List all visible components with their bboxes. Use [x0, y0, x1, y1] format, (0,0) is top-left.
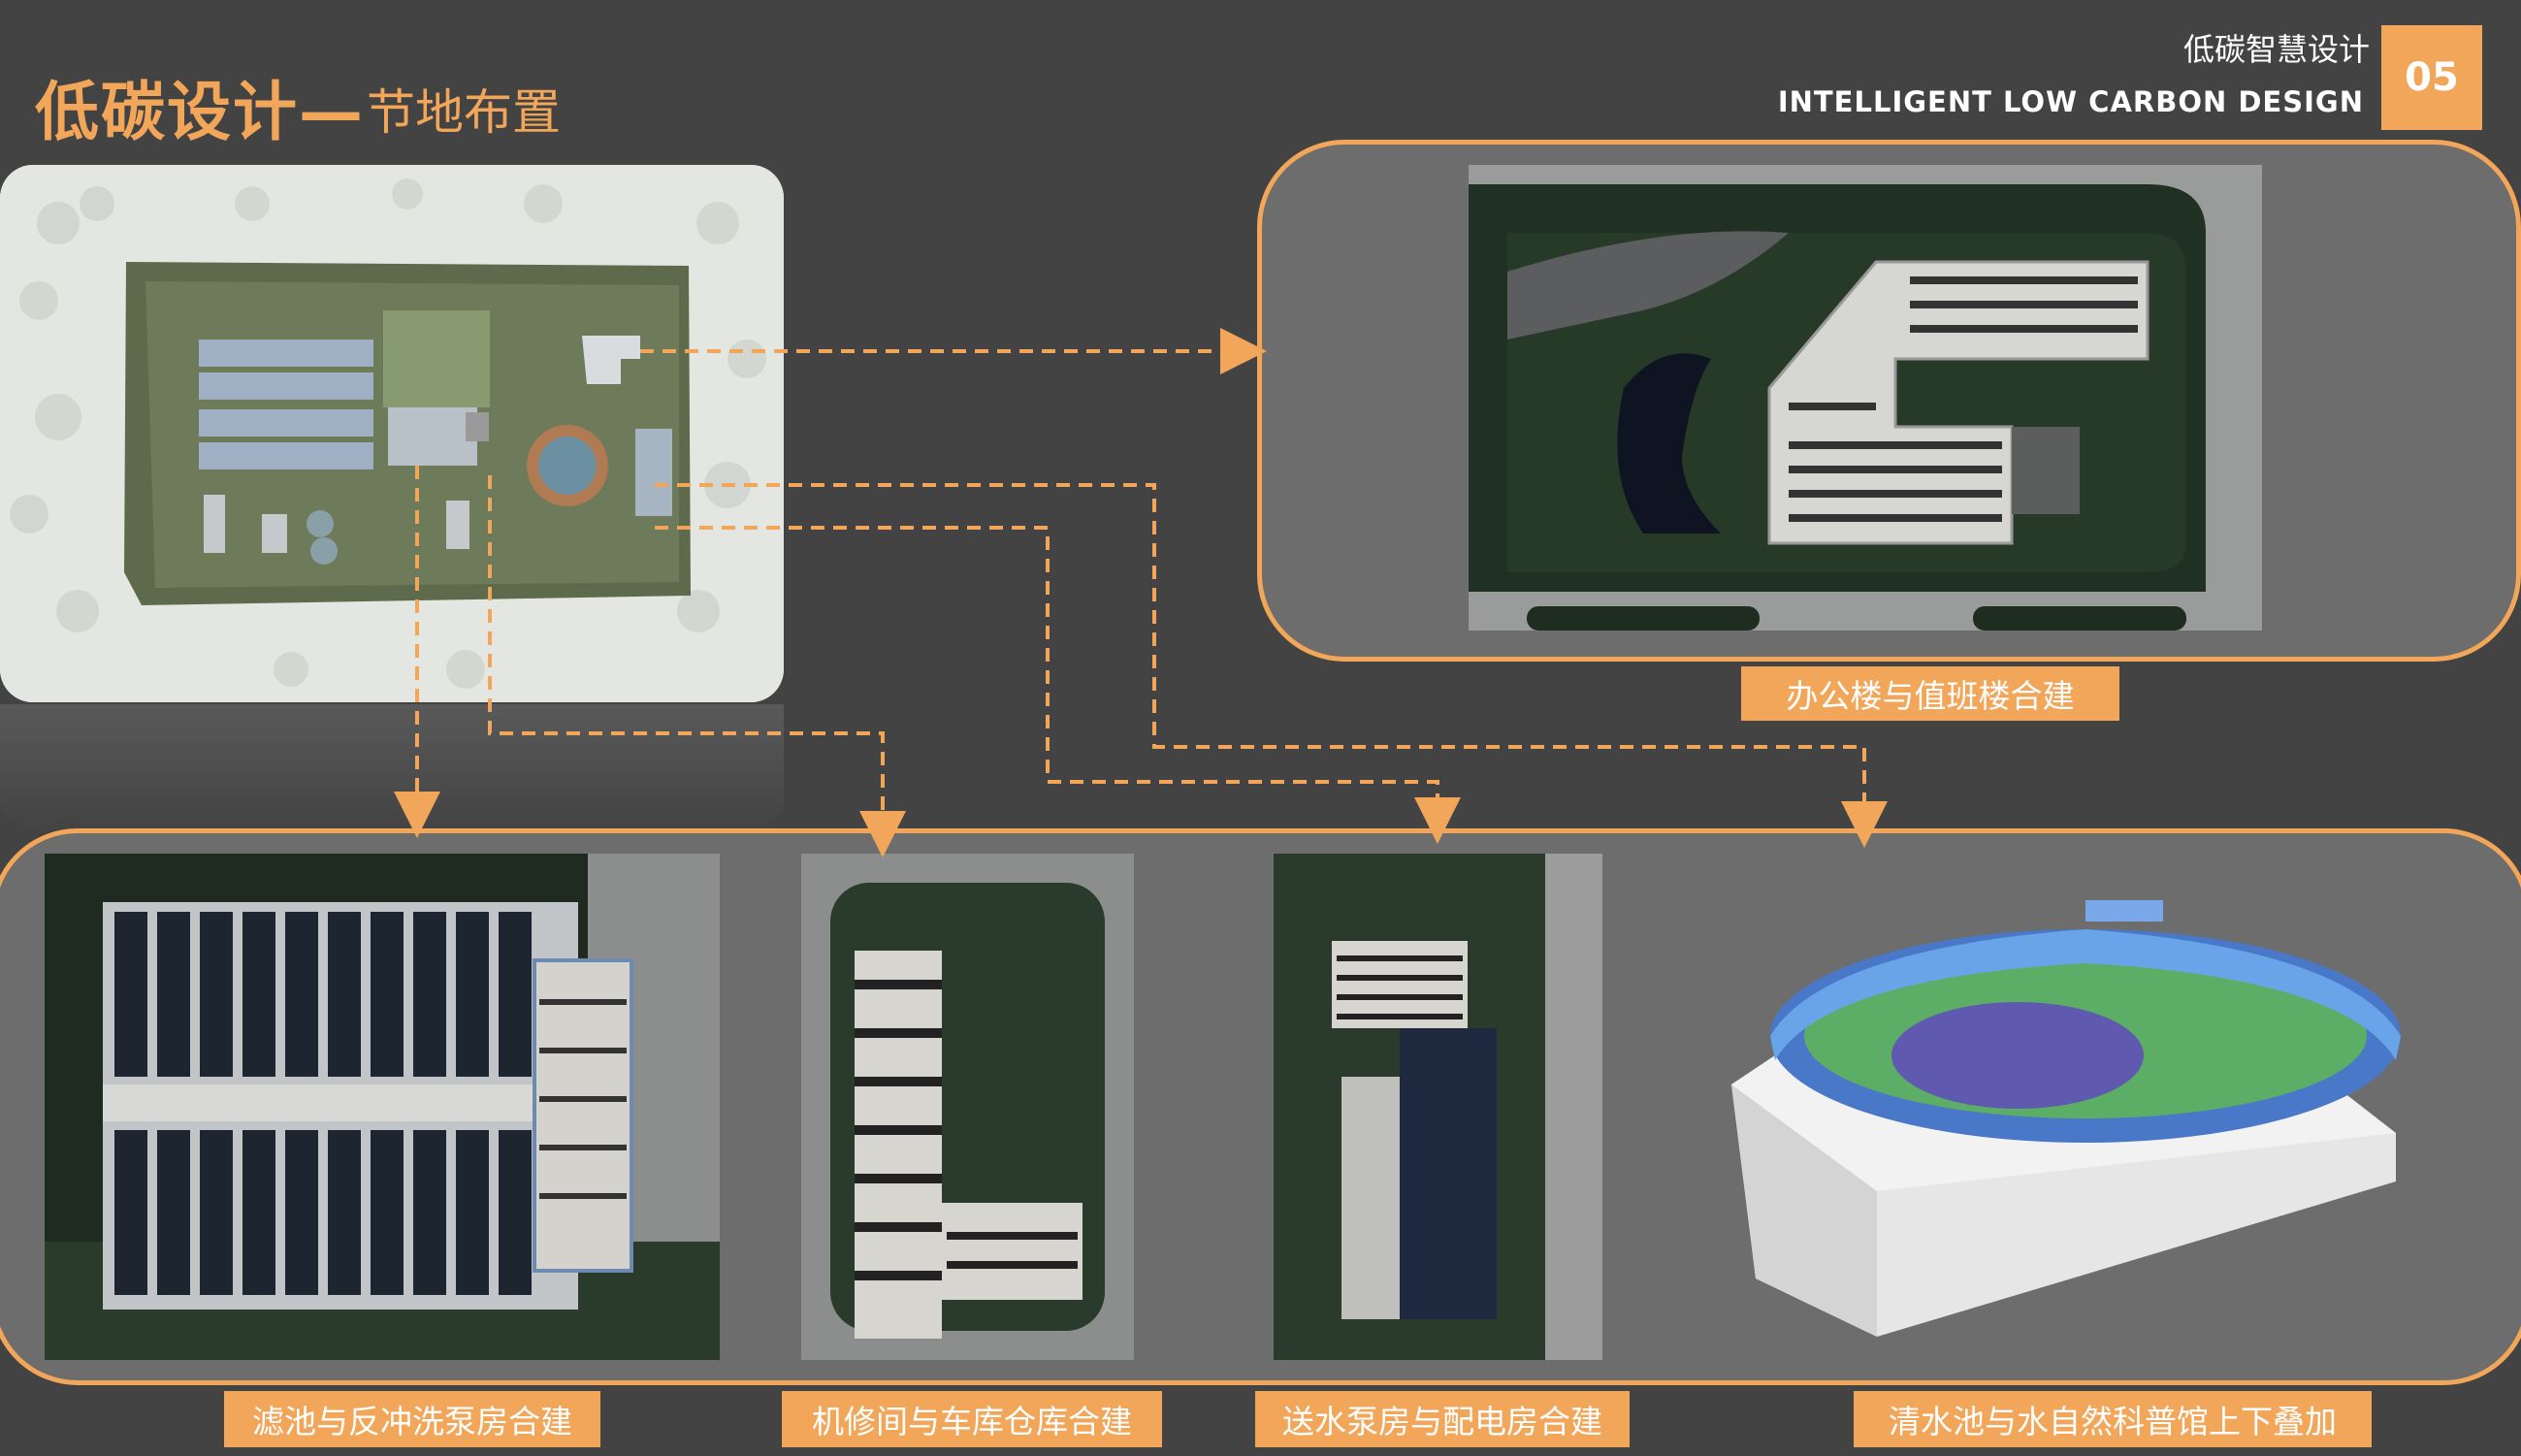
- repair-plan-image: [801, 854, 1134, 1360]
- caption-filter: 滤池与反冲洗泵房合建: [224, 1391, 600, 1447]
- page-number-badge: 05: [2381, 25, 2482, 130]
- filter-plan-image: [45, 854, 720, 1360]
- caption-pump: 送水泵房与配电房合建: [1255, 1391, 1630, 1447]
- site-plan-image: [0, 165, 784, 702]
- caption-reservoir: 清水池与水自然科普馆上下叠加: [1854, 1391, 2372, 1447]
- reservoir-model-image: [1727, 890, 2406, 1346]
- caption-office: 办公楼与值班楼合建: [1741, 666, 2119, 721]
- page-title: 低碳设计—: [35, 75, 365, 149]
- office-plan-image: [1469, 165, 2262, 631]
- pump-plan-image: [1274, 854, 1602, 1360]
- site-plan-reflection: [0, 704, 784, 830]
- caption-repair: 机修间与车库仓库合建: [782, 1391, 1162, 1447]
- header-chinese: 低碳智慧设计: [2182, 31, 2370, 68]
- header-english: INTELLIGENT LOW CARBON DESIGN: [1777, 85, 2364, 118]
- page-subtitle: 节地布置: [367, 84, 561, 141]
